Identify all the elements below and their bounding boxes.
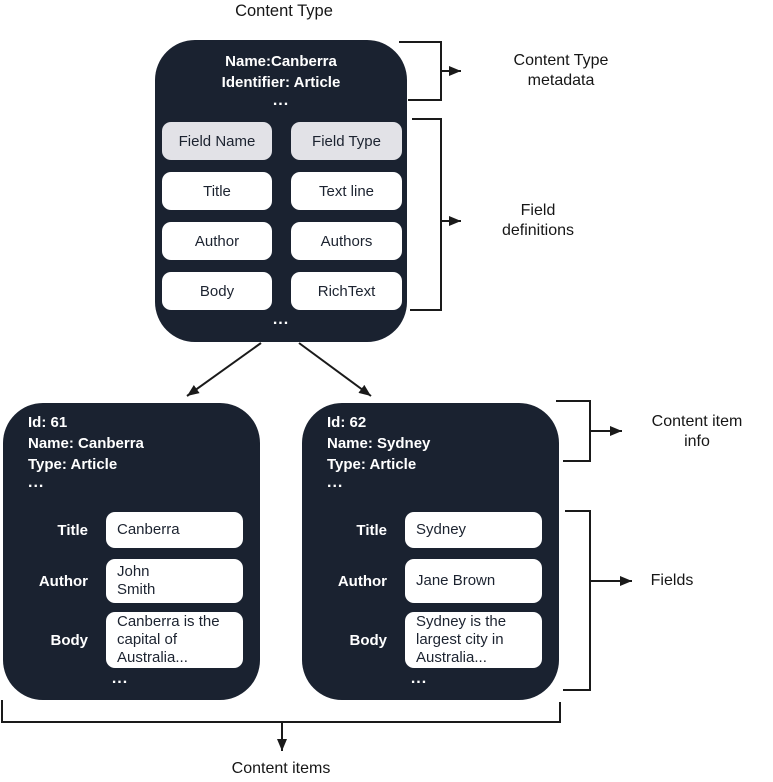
field-value: Canberra is the capital of Australia... — [106, 612, 243, 668]
field-row-title: Title Canberra — [3, 512, 248, 548]
content-type-identifier: Identifier: Article — [221, 74, 341, 91]
content-item-info-block: Id: 61 Name: Canberra Type: Article ... — [28, 412, 144, 491]
arrow-to-item-2 — [298, 342, 372, 397]
content-type-metadata-block: Name:Canberra Identifier: Article ... — [155, 40, 407, 109]
field-name-cell: Body — [162, 272, 272, 310]
fields-ellipsis: ... — [111, 670, 129, 687]
field-label: Body — [349, 631, 388, 649]
field-label: Author — [38, 572, 88, 590]
bracket-content-item-info — [556, 400, 591, 462]
label-fields: Fields — [650, 572, 694, 589]
field-value: Canberra — [106, 512, 243, 548]
field-type-header: Field Type — [291, 122, 402, 160]
field-name-header: Field Name — [162, 122, 272, 160]
content-item-id: Id: 61 — [28, 414, 68, 431]
content-type-name: Name:Canberra — [225, 53, 337, 70]
label-content-items: Content items — [231, 760, 331, 777]
field-type-cell: RichText — [291, 272, 402, 310]
arrow-to-item-1 — [186, 342, 262, 397]
bracket-fields — [563, 510, 591, 691]
label-content-type-metadata: Content Type metadata — [513, 52, 609, 89]
content-item-type: Type: Article — [327, 456, 417, 473]
field-row-author: Author John Smith — [3, 559, 248, 603]
field-label: Title — [57, 521, 88, 539]
content-type-box: Name:Canberra Identifier: Article ... Fi… — [155, 40, 407, 342]
field-row-body: Body Sydney is the largest city in Austr… — [302, 612, 547, 668]
field-row-title: Title Sydney — [302, 512, 547, 548]
bracket-field-definitions — [410, 118, 442, 311]
label-content-item-info: Content item info — [651, 413, 743, 450]
field-row-body: Body Canberra is the capital of Australi… — [3, 612, 248, 668]
fields-ellipsis: ... — [410, 670, 428, 687]
field-value: Jane Brown — [405, 559, 542, 603]
content-item-box-sydney: Id: 62 Name: Sydney Type: Article ... Ti… — [302, 403, 559, 700]
label-field-definitions: Field definitions — [501, 202, 575, 239]
field-type-cell: Text line — [291, 172, 402, 210]
field-definitions-table: Field Name Field Type Title Text line Au… — [162, 122, 402, 310]
content-item-info-ellipsis: ... — [28, 474, 45, 491]
field-definitions-ellipsis: ... — [272, 311, 290, 328]
content-item-type: Type: Article — [28, 456, 118, 473]
content-item-id: Id: 62 — [327, 414, 367, 431]
bracket-content-items — [1, 700, 561, 723]
field-name-cell: Author — [162, 222, 272, 260]
diagram-title: Content Type — [235, 2, 333, 20]
content-item-name: Name: Sydney — [327, 435, 431, 452]
field-label: Title — [356, 521, 387, 539]
field-value: Sydney is the largest city in Australia.… — [405, 612, 542, 668]
content-item-name: Name: Canberra — [28, 435, 144, 452]
field-type-cell: Authors — [291, 222, 402, 260]
content-item-info-ellipsis: ... — [327, 474, 344, 491]
content-type-metadata-ellipsis: ... — [272, 92, 290, 109]
field-name-cell: Title — [162, 172, 272, 210]
field-label: Author — [337, 572, 387, 590]
field-row-author: Author Jane Brown — [302, 559, 547, 603]
field-value: John Smith — [106, 559, 243, 603]
content-item-box-canberra: Id: 61 Name: Canberra Type: Article ... … — [3, 403, 260, 700]
field-value: Sydney — [405, 512, 542, 548]
field-label: Body — [50, 631, 89, 649]
content-item-info-block: Id: 62 Name: Sydney Type: Article ... — [327, 412, 430, 491]
